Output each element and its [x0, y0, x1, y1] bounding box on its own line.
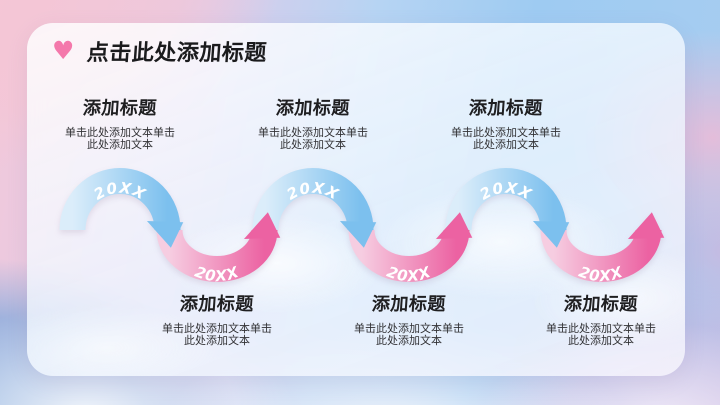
item-body-placeholder[interactable]: 单击此处添加文本单击此处添加文本 — [546, 322, 656, 347]
item-heading-placeholder[interactable]: 添加标题 — [82, 98, 158, 119]
slide-header: ♥ 点击此处添加标题 — [52, 35, 269, 67]
timeline-item-bottom-1: 添加标题 单击此处添加文本单击此处添加文本 — [132, 290, 302, 347]
heart-icon: ♥ — [52, 35, 75, 65]
slide-title-placeholder[interactable]: 点击此处添加标题 — [86, 41, 269, 66]
item-heading-placeholder[interactable]: 添加标题 — [371, 294, 447, 315]
item-body-placeholder[interactable]: 单击此处添加文本单击此处添加文本 — [65, 126, 175, 151]
item-heading-placeholder[interactable]: 添加标题 — [468, 98, 544, 119]
timeline-item-top-1: 添加标题 单击此处添加文本单击此处添加文本 — [35, 94, 205, 151]
item-body-placeholder[interactable]: 单击此处添加文本单击此处添加文本 — [451, 126, 561, 151]
timeline-item-bottom-3: 添加标题 单击此处添加文本单击此处添加文本 — [516, 290, 686, 347]
timeline-item-bottom-2: 添加标题 单击此处添加文本单击此处添加文本 — [324, 290, 494, 347]
timeline-item-top-2: 添加标题 单击此处添加文本单击此处添加文本 — [228, 94, 398, 151]
item-heading-placeholder[interactable]: 添加标题 — [275, 98, 351, 119]
timeline-item-top-3: 添加标题 单击此处添加文本单击此处添加文本 — [421, 94, 591, 151]
item-body-placeholder[interactable]: 单击此处添加文本单击此处添加文本 — [354, 322, 464, 347]
item-body-placeholder[interactable]: 单击此处添加文本单击此处添加文本 — [258, 126, 368, 151]
item-heading-placeholder[interactable]: 添加标题 — [563, 294, 639, 315]
item-body-placeholder[interactable]: 单击此处添加文本单击此处添加文本 — [162, 322, 272, 347]
item-heading-placeholder[interactable]: 添加标题 — [179, 294, 255, 315]
